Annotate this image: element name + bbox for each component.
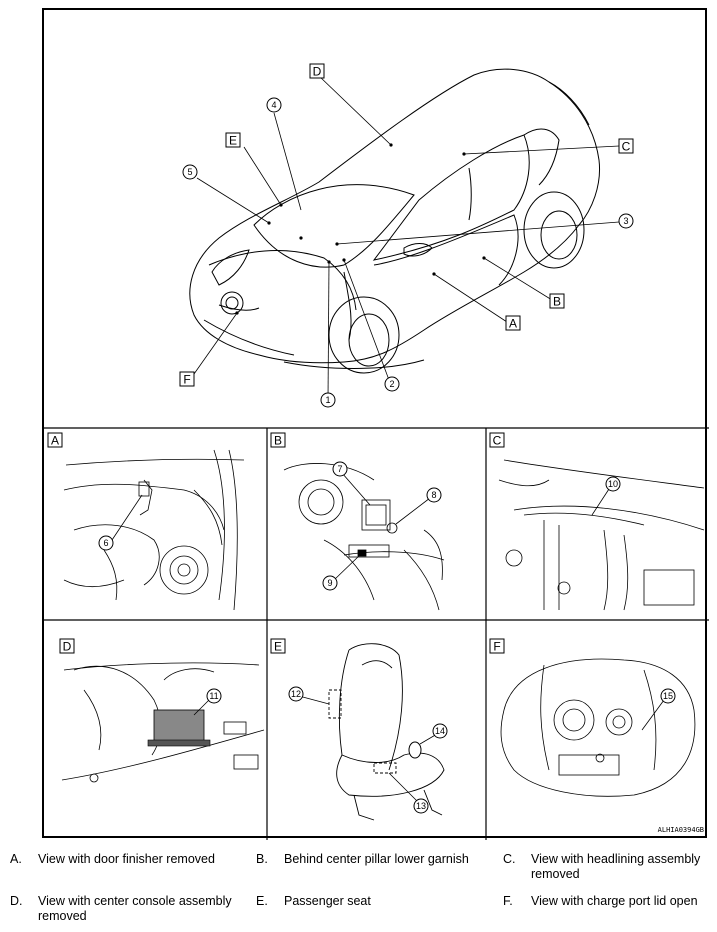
callout-13: 13 (416, 801, 426, 811)
callout-9: 9 (327, 578, 332, 588)
panel-b-letter: B (274, 434, 282, 448)
caption-b-text: Behind center pillar lower garnish (284, 852, 469, 866)
panel-c-letter: C (493, 434, 502, 448)
caption-a-text: View with door finisher removed (38, 852, 215, 866)
main-view-letter-labels: D E C B A F (179, 63, 634, 387)
view-label-b: B (553, 295, 561, 309)
callout-7: 7 (337, 464, 342, 474)
caption-a-letter: A. (10, 852, 22, 866)
caption-e-letter: E. (256, 894, 268, 908)
caption-c-text: View with headlining assembly removed (531, 852, 701, 881)
callout-10: 10 (608, 479, 618, 489)
panel-a: A 6 (47, 432, 245, 611)
panel-a-letter: A (51, 434, 59, 448)
charge-port-drawing (500, 658, 696, 797)
figure-drawing: D E C B A F 4 5 3 2 1 A (44, 63, 709, 840)
component-11-box (153, 709, 205, 746)
figure-code: ALHIA0394GB (658, 826, 704, 834)
callout-dots (235, 143, 486, 315)
panel-b: B 7 8 9 (270, 432, 445, 611)
caption-f-letter: F. (503, 894, 513, 908)
caption-f-text: View with charge port lid open (531, 894, 698, 908)
caption-d-text: View with center console assembly remove… (38, 894, 232, 923)
car-illustration (189, 68, 601, 374)
main-view-number-callouts: 4 5 3 2 1 (182, 97, 634, 408)
panel-c: C 10 (489, 432, 705, 611)
caption-e-text: Passenger seat (284, 894, 371, 908)
view-label-e: E (229, 134, 237, 148)
callout-6: 6 (103, 538, 108, 548)
callout-14: 14 (435, 726, 445, 736)
panel-d-letter: D (63, 640, 72, 654)
view-label-c: C (622, 140, 631, 154)
callout-11: 11 (209, 691, 218, 701)
panel-f: F 15 (489, 638, 696, 797)
component-location-figure: D E C B A F 4 5 3 2 1 A (42, 8, 709, 840)
caption-d-letter: D. (10, 894, 23, 908)
callout-5: 5 (187, 167, 192, 177)
callout-8: 8 (431, 490, 436, 500)
callout-4: 4 (271, 100, 276, 110)
panel-e-letter: E (274, 640, 282, 654)
callout-15: 15 (663, 691, 673, 701)
panel-grid (44, 427, 709, 840)
callout-3: 3 (623, 216, 628, 226)
caption-c-letter: C. (503, 852, 516, 866)
captions: A. View with door finisher removed B. Be… (0, 852, 717, 932)
view-label-a: A (509, 317, 517, 331)
panel-e: E 12 14 13 (270, 638, 448, 821)
view-label-f: F (183, 373, 190, 387)
view-label-d: D (313, 65, 322, 79)
panel-f-letter: F (493, 640, 500, 654)
passenger-seat-drawing (336, 643, 445, 821)
callout-12: 12 (291, 689, 301, 699)
callout-lines-main (193, 75, 620, 401)
callout-2: 2 (389, 379, 394, 389)
panel-d: D 11 (59, 638, 265, 783)
callout-1: 1 (325, 395, 330, 405)
caption-b-letter: B. (256, 852, 268, 866)
